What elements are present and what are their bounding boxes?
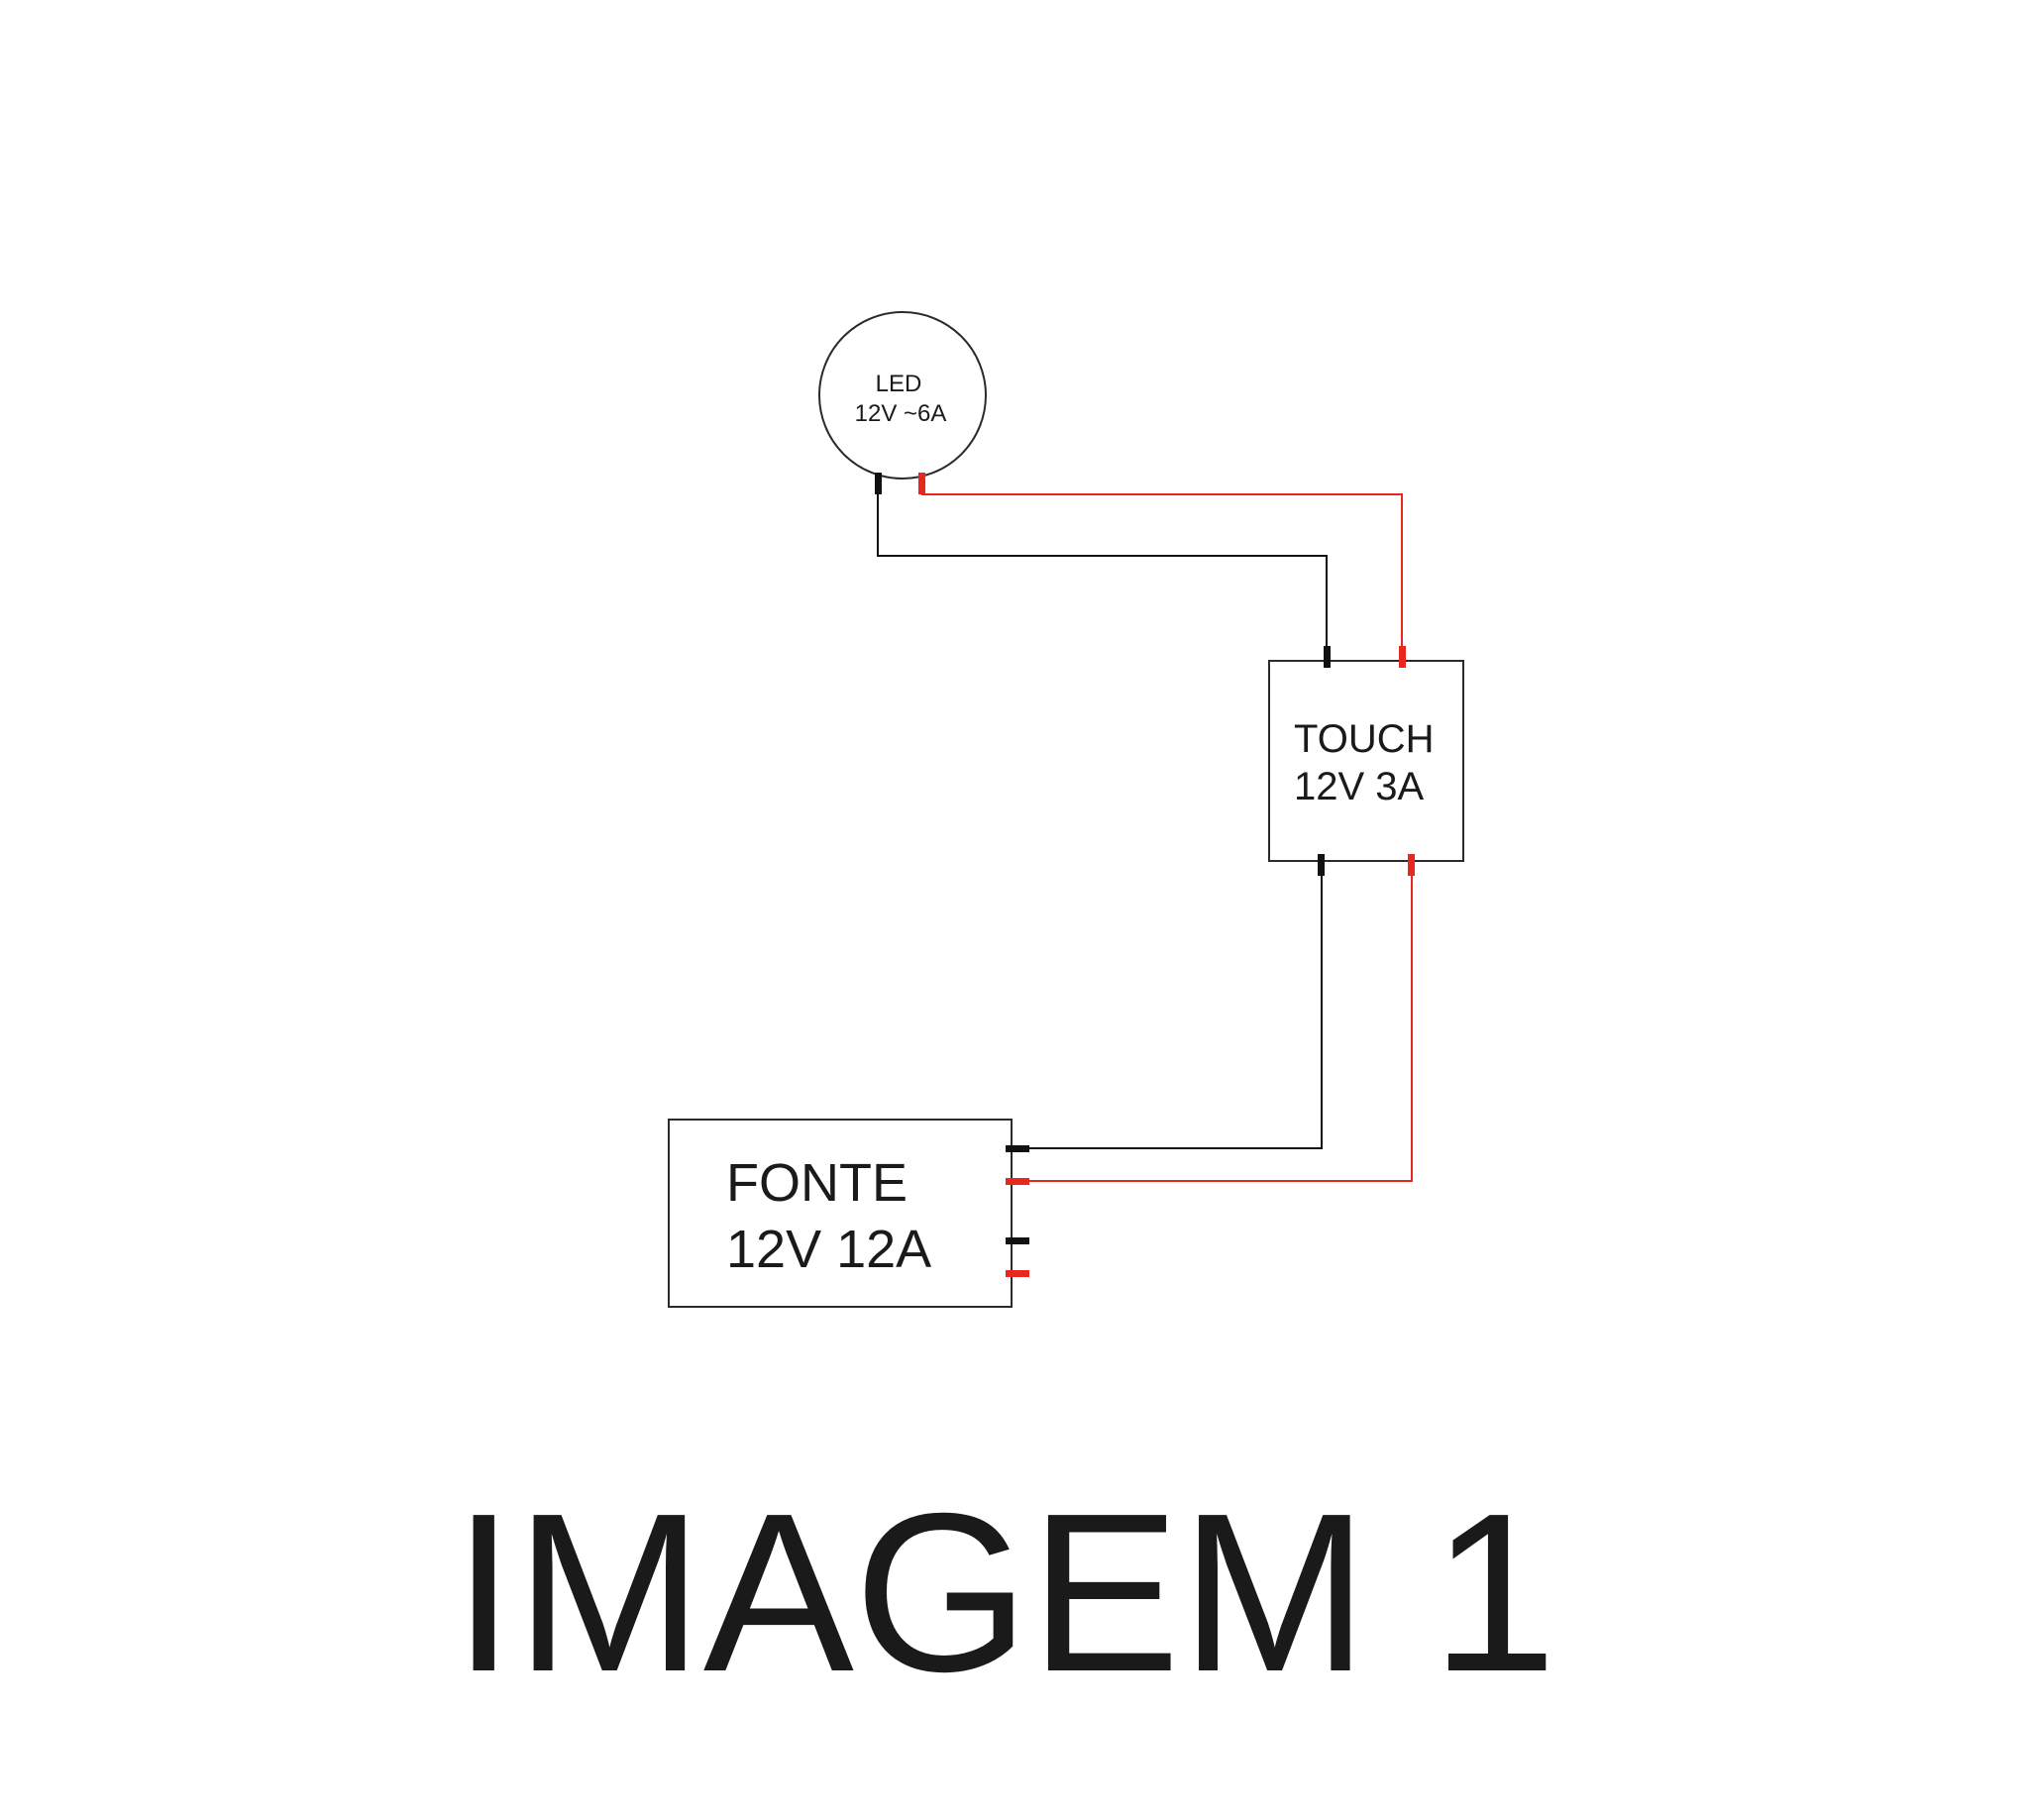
led-touch-positive-wire (921, 493, 1403, 649)
led-positive-terminal (918, 473, 925, 494)
fonte-component: FONTE 12V 12A (668, 1119, 1029, 1308)
touch-fonte-positive-wire (1025, 872, 1413, 1182)
touch-fonte-negative-wire (1025, 872, 1323, 1149)
led-name: LED (876, 371, 922, 397)
image-caption: IMAGEM 1 (453, 1467, 1557, 1719)
wires (877, 482, 1413, 1182)
fonte-output2-negative-terminal (1006, 1237, 1029, 1244)
led-touch-negative-wire (877, 482, 1328, 649)
led-component: LED 12V ~6A (818, 311, 987, 494)
led-body (818, 311, 987, 480)
fonte-rating: 12V 12A (726, 1220, 931, 1279)
fonte-output1-positive-terminal (1006, 1178, 1029, 1185)
touch-output-negative-terminal (1318, 854, 1325, 876)
touch-body (1268, 660, 1464, 862)
fonte-output2-positive-terminal (1006, 1270, 1029, 1277)
led-rating: 12V ~6A (855, 400, 947, 427)
touch-rating: 12V 3A (1294, 765, 1425, 808)
touch-input-positive-terminal (1399, 646, 1406, 668)
fonte-body (668, 1119, 1013, 1308)
fonte-name: FONTE (726, 1153, 908, 1213)
touch-output-positive-terminal (1408, 854, 1415, 876)
touch-name: TOUCH (1294, 717, 1434, 761)
fonte-output1-negative-terminal (1006, 1145, 1029, 1152)
led-negative-terminal (875, 473, 882, 494)
touch-component: TOUCH 12V 3A (1268, 646, 1464, 876)
touch-input-negative-terminal (1324, 646, 1331, 668)
